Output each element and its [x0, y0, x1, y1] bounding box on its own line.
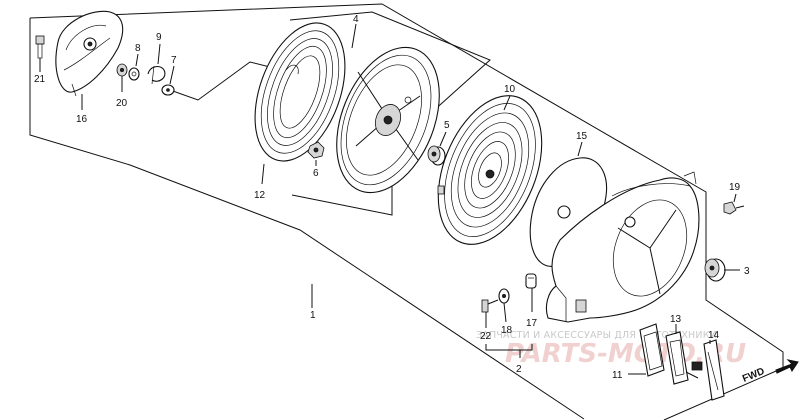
starter-housing-assembly-part-1: [545, 171, 700, 323]
callout-1: 1: [310, 310, 316, 321]
callout-6: 6: [313, 168, 319, 179]
bolt-part-19: [723, 201, 745, 215]
bushing-part-18: [498, 288, 510, 304]
callout-5: 5: [444, 120, 450, 131]
callout-21: 21: [34, 74, 46, 85]
washer-part-20: [116, 63, 128, 92]
washer-part-8: [128, 67, 140, 81]
small-parts-link: [169, 61, 283, 101]
callout-17: 17: [526, 318, 538, 329]
pin-near-mainspring: [437, 185, 445, 195]
bolt-part-21: [35, 35, 45, 66]
callout-15: 15: [576, 131, 588, 142]
callout-9: 9: [156, 32, 162, 43]
callout-2: 2: [516, 364, 522, 375]
collar-part-5: [427, 145, 446, 166]
reel-subgroup-outline: [289, 11, 491, 216]
callout-16: 16: [76, 114, 88, 125]
fwd-arrow-icon: [775, 359, 799, 374]
callout-14: 14: [708, 330, 720, 341]
reel-pulley-part-4: [336, 46, 440, 194]
callout-18: 18: [501, 325, 513, 336]
callout-7: 7: [171, 55, 177, 66]
fwd-direction-indicator: FWD: [741, 359, 799, 385]
bolt-part-22: [481, 299, 499, 313]
handle-part-11: [639, 323, 665, 377]
washer-part-7: [161, 84, 175, 96]
plate-part-14: [703, 339, 725, 401]
spring-clip-part-9: [147, 65, 166, 85]
callout-13: 13: [670, 314, 682, 325]
callout-22: 22: [480, 331, 492, 342]
mainspring-part-10: [437, 95, 543, 245]
callout-3: 3: [744, 266, 750, 277]
collar-part-17: [525, 273, 537, 289]
callout-12: 12: [254, 190, 266, 201]
leader-lines: [39, 23, 740, 375]
callout-19: 19: [729, 182, 741, 193]
callout-labels: 1 2 3 4 5 6 7 8 9 10 11 12 13 14 15 16 1…: [34, 14, 750, 381]
grommet-part-3: [704, 258, 726, 282]
callout-10: 10: [504, 84, 516, 95]
callout-20: 20: [116, 98, 128, 109]
nut-part-6: [307, 141, 325, 159]
callout-11: 11: [612, 370, 623, 381]
recoil-spring-part-12: [254, 22, 346, 162]
callout-4: 4: [353, 14, 359, 25]
watermark-tagline: ЗАПЧАСТИ И АКСЕССУАРЫ ДЛЯ МОТОТЕХНИКИ: [476, 330, 717, 341]
cover-plate-part-16: [55, 10, 124, 97]
rope-end-knot: [685, 361, 703, 379]
callout-8: 8: [135, 43, 141, 54]
assembly-frame-left: [29, 18, 585, 420]
grip-part-13: [665, 331, 689, 385]
